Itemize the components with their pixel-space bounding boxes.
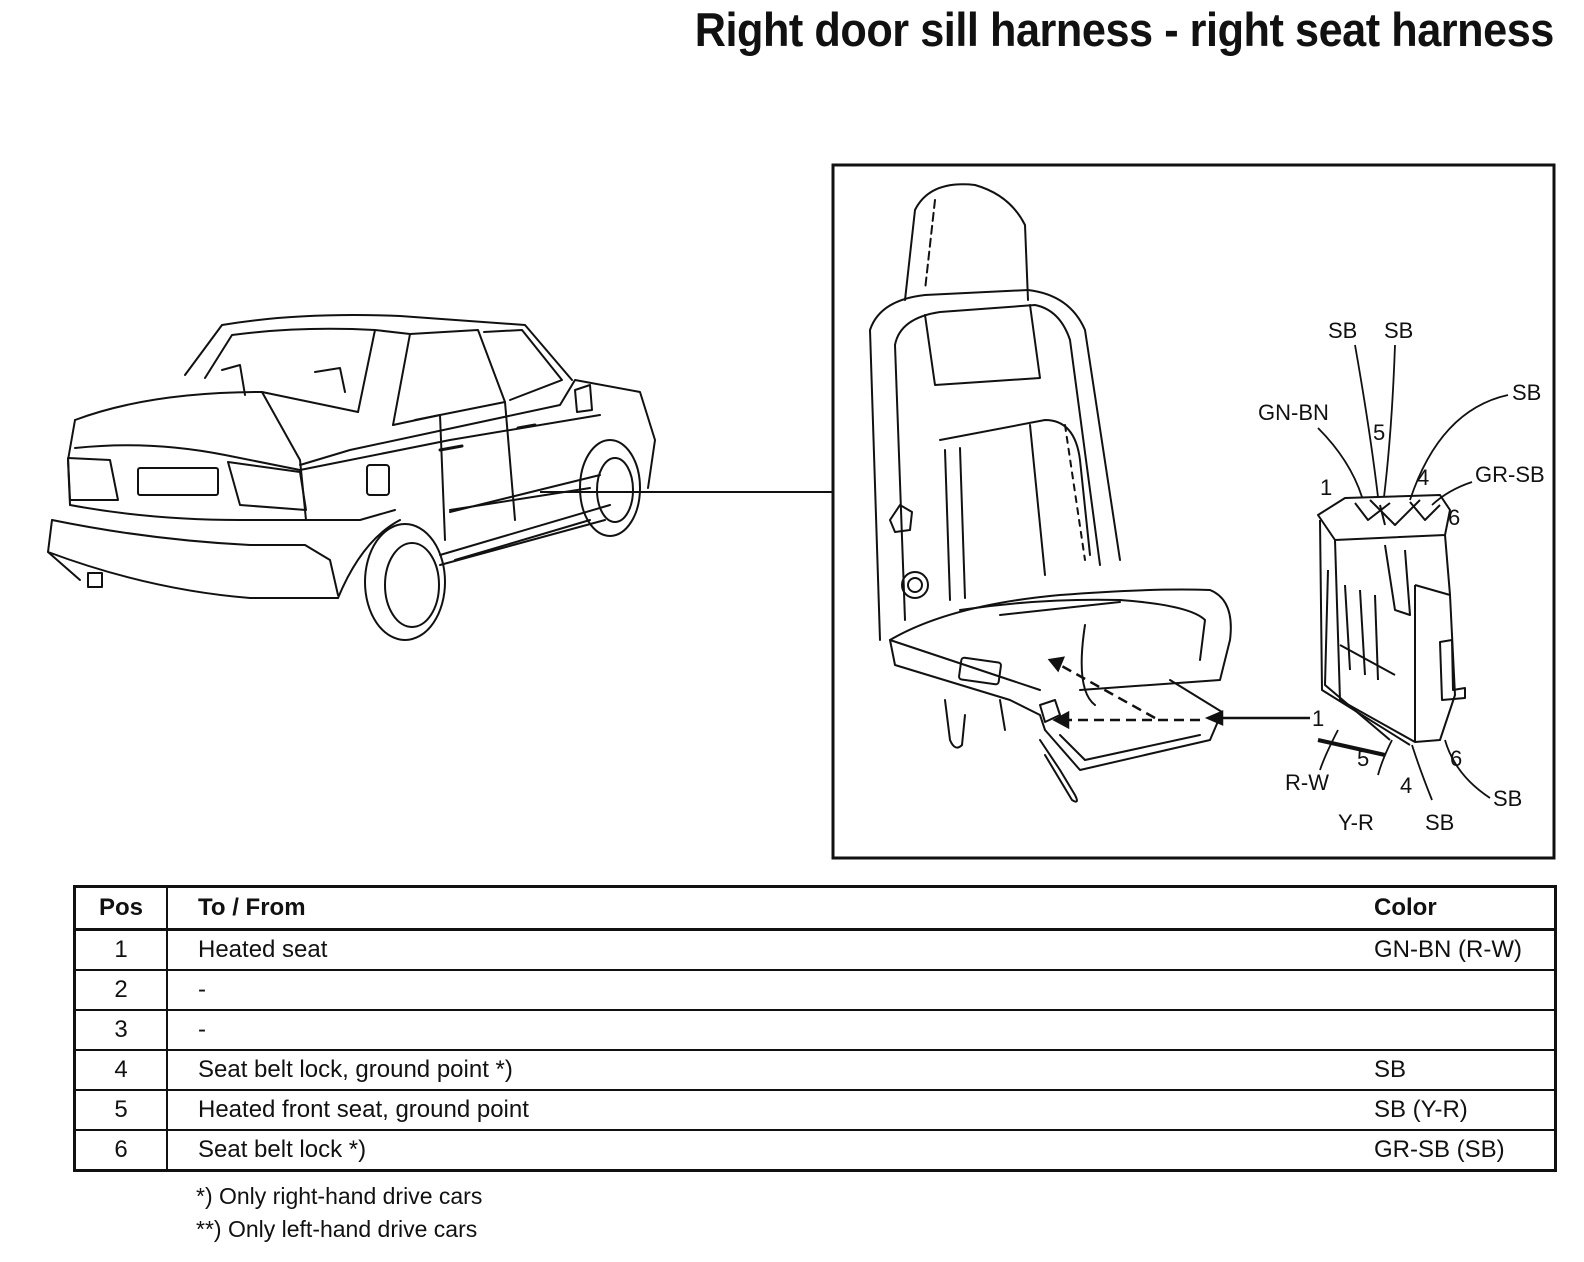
footnotes: *) Only right-hand drive cars **) Only l… bbox=[196, 1180, 482, 1246]
row-to-from: Heated seat bbox=[167, 929, 1374, 971]
table-row: 5 Heated front seat, ground point SB (Y-… bbox=[74, 1090, 1556, 1131]
label-pin-1-top: 1 bbox=[1320, 475, 1332, 500]
label-pin-4-bottom: 4 bbox=[1400, 773, 1412, 798]
table-header-row: Pos To / From Color bbox=[74, 886, 1556, 931]
table-row: 6 Seat belt lock *) GR-SB (SB) bbox=[74, 1130, 1556, 1172]
connector-table: Pos To / From Color 1 Heated seat GN-BN … bbox=[73, 885, 1557, 1172]
footnote-lhd: **) Only left-hand drive cars bbox=[196, 1216, 478, 1242]
label-sb-bottom-right: SB bbox=[1493, 786, 1522, 811]
row-color bbox=[1374, 970, 1556, 1011]
row-pos: 4 bbox=[74, 1050, 168, 1091]
wire-leaders bbox=[1317, 344, 1509, 801]
table-row: 2 - bbox=[74, 970, 1556, 1011]
table-row: 3 - bbox=[74, 1010, 1556, 1051]
footnote-rhd: *) Only right-hand drive cars bbox=[196, 1183, 483, 1209]
row-pos: 1 bbox=[74, 929, 168, 971]
label-pin-6-bottom: 6 bbox=[1450, 746, 1462, 771]
row-pos: 5 bbox=[74, 1090, 168, 1131]
label-pin-6-top: 6 bbox=[1448, 505, 1460, 530]
page-title: Right door sill harness - right seat har… bbox=[694, 3, 1555, 56]
car-illustration bbox=[47, 314, 656, 641]
row-pos: 3 bbox=[74, 1010, 168, 1051]
header-color: Color bbox=[1374, 886, 1556, 931]
table-row: 1 Heated seat GN-BN (R-W) bbox=[74, 929, 1556, 971]
header-to-from: To / From bbox=[167, 886, 1374, 931]
label-gn-bn: GN-BN bbox=[1258, 400, 1329, 425]
header-pos: Pos bbox=[74, 886, 168, 931]
label-sb-top-left: SB bbox=[1328, 318, 1357, 343]
detail-frame bbox=[831, 163, 1556, 860]
wire-labels: SB SB SB GN-BN GR-SB 1 5 4 6 1 5 4 6 R-W… bbox=[1258, 318, 1545, 835]
label-sb-top-right: SB bbox=[1512, 380, 1541, 405]
harness-diagram: SB SB SB GN-BN GR-SB 1 5 4 6 1 5 4 6 R-W… bbox=[47, 163, 1556, 860]
label-r-w: R-W bbox=[1285, 770, 1329, 795]
label-pin-5-bottom: 5 bbox=[1357, 746, 1369, 771]
label-y-r: Y-R bbox=[1338, 810, 1374, 835]
row-color: SB bbox=[1374, 1050, 1556, 1091]
row-to-from: Seat belt lock *) bbox=[167, 1130, 1374, 1172]
row-pos: 2 bbox=[74, 970, 168, 1011]
label-pin-4-top: 4 bbox=[1417, 465, 1429, 490]
label-sb-bottom-mid: SB bbox=[1425, 810, 1454, 835]
label-pin-5-top: 5 bbox=[1373, 420, 1385, 445]
row-color: SB (Y-R) bbox=[1374, 1090, 1556, 1131]
row-to-from: - bbox=[167, 970, 1374, 1011]
row-to-from: - bbox=[167, 1010, 1374, 1051]
connector-illustration bbox=[1317, 494, 1466, 757]
row-color: GN-BN (R-W) bbox=[1374, 929, 1556, 971]
mounting-arrows bbox=[1047, 656, 1310, 730]
row-to-from: Heated front seat, ground point bbox=[167, 1090, 1374, 1131]
table-row: 4 Seat belt lock, ground point *) SB bbox=[74, 1050, 1556, 1091]
row-to-from: Seat belt lock, ground point *) bbox=[167, 1050, 1374, 1091]
label-sb-top-mid: SB bbox=[1384, 318, 1413, 343]
row-pos: 6 bbox=[74, 1130, 168, 1172]
row-color bbox=[1374, 1010, 1556, 1051]
label-pin-1-bottom: 1 bbox=[1312, 706, 1324, 731]
label-gr-sb: GR-SB bbox=[1475, 462, 1545, 487]
row-color: GR-SB (SB) bbox=[1374, 1130, 1556, 1172]
seat-illustration bbox=[869, 183, 1232, 803]
